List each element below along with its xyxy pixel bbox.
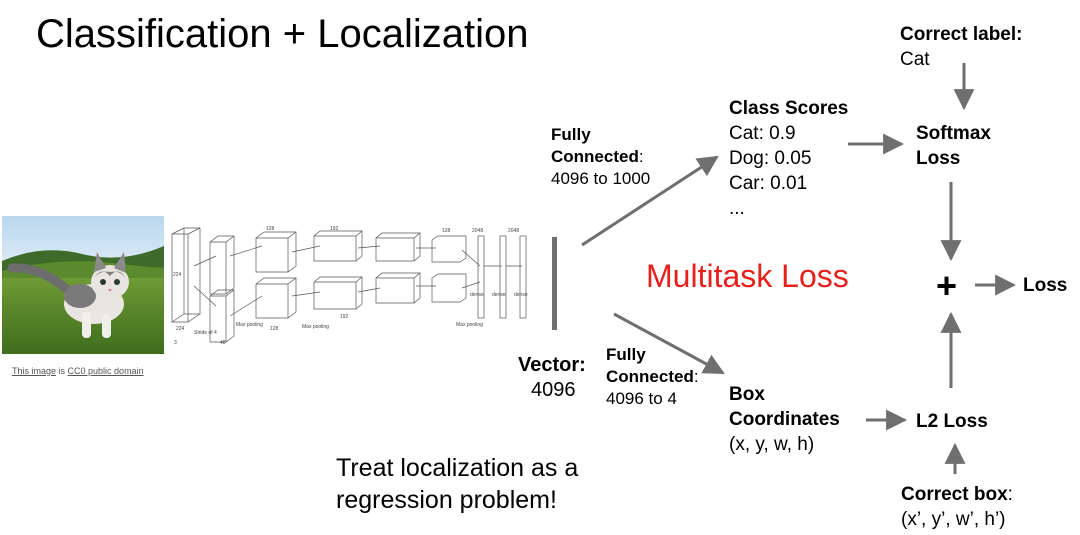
net-label: dense — [470, 292, 484, 298]
multitask-loss-label: Multitask Loss — [646, 258, 849, 294]
box-coordinates: Box Coordinates (x, y, w, h) — [729, 382, 840, 457]
fc-bottom-dims: 4096 to 4 — [606, 389, 677, 408]
class-scores: Class Scores Cat: 0.9 Dog: 0.05 Car: 0.0… — [729, 96, 848, 221]
class-score-item: Dog: 0.05 — [729, 148, 812, 169]
license-link[interactable]: CC0 public domain — [67, 366, 144, 376]
net-label: 2048 — [508, 228, 519, 234]
cat-photo — [2, 216, 164, 354]
feature-vector-bar — [552, 237, 557, 330]
fc-bottom-line1: Fully — [606, 345, 646, 364]
treat-line2: regression problem! — [336, 486, 557, 514]
softmax-loss-line2: Loss — [916, 148, 961, 169]
net-label: 48 — [220, 340, 226, 346]
treat-line1: Treat localization as a — [336, 454, 579, 482]
net-label: Stride of 4 — [194, 330, 217, 336]
fc-top-label: Fully Connected: 4096 to 1000 — [551, 124, 650, 190]
net-label: 128 — [442, 228, 451, 234]
fc-bottom-colon: : — [693, 367, 699, 386]
correct-box-colon: : — [1007, 484, 1013, 505]
image-caption: This image is CC0 public domain — [12, 366, 144, 376]
net-label: dense — [492, 292, 506, 298]
fc-bottom-label: Fully Connected: 4096 to 4 — [606, 344, 699, 410]
correct-box-heading: Correct box — [901, 484, 1008, 505]
box-coordinates-format: (x, y, w, h) — [729, 434, 815, 455]
box-coordinates-line1: Box — [729, 384, 765, 405]
l2-loss: L2 Loss — [916, 411, 988, 432]
fc-top-dims: 4096 to 1000 — [551, 169, 651, 188]
plus-sign: + — [936, 265, 958, 306]
fc-bottom-line2: Connected — [606, 367, 694, 386]
class-score-item: Cat: 0.9 — [729, 123, 796, 144]
class-score-item: ... — [729, 198, 745, 219]
net-label: Max pooling — [302, 324, 329, 330]
image-link[interactable]: This image — [12, 366, 57, 376]
net-label: 224 — [173, 272, 182, 278]
correct-label-heading: Correct label: — [900, 24, 1023, 45]
caption-text: is — [56, 366, 68, 376]
net-label: Max pooling — [236, 322, 263, 328]
vector-value: 4096 — [531, 379, 576, 401]
softmax-loss: Softmax Loss — [916, 121, 991, 171]
treat-localization-text: Treat localization as a regression probl… — [336, 452, 578, 516]
net-label: Max pooling — [456, 322, 483, 328]
correct-box: Correct box: (x’, y’, w’, h’) — [901, 482, 1013, 532]
net-label: 128 — [266, 226, 275, 232]
box-coordinates-line2: Coordinates — [729, 409, 840, 430]
total-loss: Loss — [1023, 275, 1068, 296]
net-label: 2048 — [472, 228, 483, 234]
vector-label: Vector: — [518, 354, 586, 376]
slide-title: Classification + Localization — [36, 12, 529, 56]
correct-label-value: Cat — [900, 49, 930, 70]
fc-top-colon: : — [638, 147, 644, 166]
net-label: 128 — [270, 326, 279, 332]
fc-top-line2: Connected — [551, 147, 639, 166]
softmax-loss-line1: Softmax — [916, 123, 991, 144]
net-label: dense — [514, 292, 528, 298]
arrow-to-class-scores — [581, 155, 719, 247]
net-label: 192 — [340, 314, 349, 320]
fc-top-line1: Fully — [551, 125, 591, 144]
net-label: 224 — [176, 326, 185, 332]
correct-label: Correct label: Cat — [900, 22, 1022, 72]
net-label: 3 — [174, 340, 177, 346]
class-scores-heading: Class Scores — [729, 98, 849, 119]
class-score-item: Car: 0.01 — [729, 173, 808, 194]
net-label: 192 — [330, 226, 339, 232]
correct-box-value: (x’, y’, w’, h’) — [901, 509, 1006, 530]
network-diagram: 224 224 Stride of 4 Max pooling Max pool… — [170, 226, 528, 346]
arrow-to-box-coordinates — [613, 312, 725, 375]
